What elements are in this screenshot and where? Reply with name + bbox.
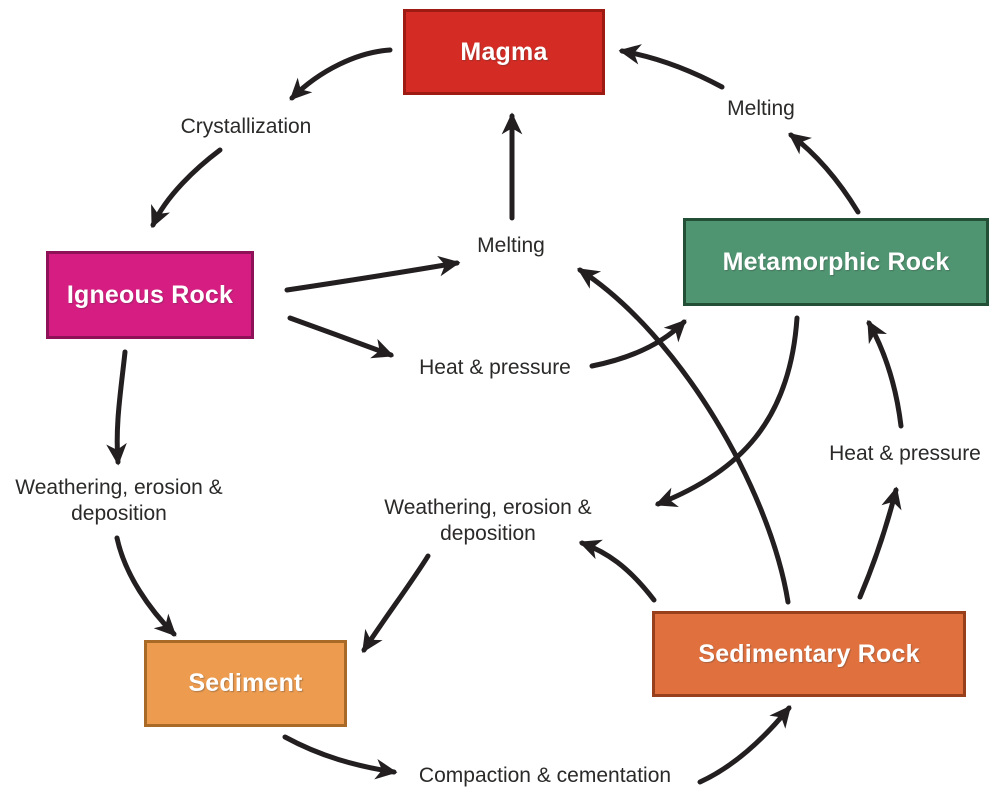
arrow-sedimentary-rock-to-weathering xyxy=(578,539,657,603)
arrow-heat-pressure-right-to-metamorphic-rock xyxy=(866,319,904,429)
arrow-igneous-rock-to-weathering-left xyxy=(106,349,128,466)
node-magma: Magma xyxy=(403,9,605,95)
label-melting-center: Melting xyxy=(477,233,545,257)
arrow-sedimentary-rock-to-melting xyxy=(577,267,791,605)
node-metamorphic-rock: Metamorphic Rock xyxy=(683,218,989,306)
arrow-sediment-to-compaction xyxy=(282,734,398,780)
node-sedimentary-rock: Sedimentary Rock xyxy=(652,611,966,697)
label-crystallization: Crystallization xyxy=(180,114,312,138)
arrow-igneous-rock-to-heat-pressure xyxy=(287,315,395,359)
label-weathering-left: Weathering, erosion & deposition xyxy=(15,475,223,525)
arrow-compaction-to-sedimentary-rock xyxy=(697,705,792,785)
arrow-magma-to-crystallization xyxy=(289,47,393,101)
arrow-igneous-rock-to-melting xyxy=(284,255,461,293)
label-heat-pressure-right: Heat & pressure xyxy=(829,441,981,465)
label-weathering-center: Weathering, erosion & deposition xyxy=(384,495,592,545)
arrow-heat-pressure-to-metamorphic-rock xyxy=(589,319,687,369)
label-heat-pressure-center: Heat & pressure xyxy=(419,355,571,379)
arrow-metamorphic-rock-to-melting-top xyxy=(788,132,861,215)
arrow-weathering-left-to-sediment xyxy=(114,535,177,637)
node-igneous-rock: Igneous Rock xyxy=(46,251,254,339)
label-melting-top: Melting xyxy=(727,96,795,120)
arrow-weathering-to-sediment xyxy=(361,553,431,653)
node-sediment: Sediment xyxy=(144,640,347,727)
arrow-crystallization-to-igneous-rock xyxy=(150,147,223,229)
arrow-melting-top-to-magma xyxy=(618,44,725,90)
arrow-sedimentary-rock-to-heat-pressure-right xyxy=(857,486,902,600)
label-compaction-cementation: Compaction & cementation xyxy=(418,763,672,787)
arrow-metamorphic-rock-to-weathering xyxy=(654,315,800,507)
